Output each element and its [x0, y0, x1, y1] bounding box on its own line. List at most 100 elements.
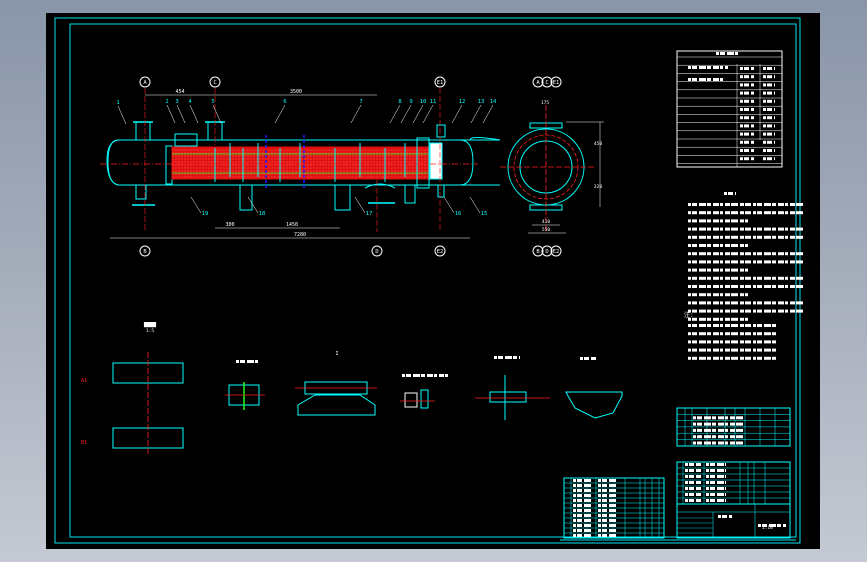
part-number-9: 9 [409, 99, 412, 105]
parts-left-cell [598, 534, 616, 537]
balloon-label: E1 [553, 80, 560, 86]
detail-4-title [402, 374, 448, 377]
part-number-8: 8 [398, 99, 401, 105]
requirement-line [688, 203, 803, 206]
nozzle-inlet-a [135, 121, 151, 141]
parts-left-cell [598, 504, 616, 507]
notes-title: 注: [684, 311, 694, 319]
end-balloon-bottom-e2: E2 [550, 245, 562, 257]
outer-border [54, 17, 801, 544]
nozzle-bottom-d [364, 183, 396, 189]
parts-left-cell [598, 514, 616, 517]
dim-base-inner-label: 410 [542, 219, 550, 225]
tech-table-cell [740, 67, 754, 70]
leader-line [176, 104, 186, 124]
tech-table-notes [688, 66, 728, 69]
nozzle-table-cell [693, 422, 743, 426]
axis-balloon-b: B [139, 245, 151, 257]
requirement-line [688, 301, 803, 305]
parts-left-cell [598, 494, 616, 497]
part-number-13: 13 [478, 99, 485, 105]
nozzle-b [135, 184, 147, 200]
parts-left-cell [573, 499, 591, 502]
leader-line [400, 104, 412, 124]
dim-top-left: 454 [175, 89, 184, 95]
tech-table-cell [740, 157, 754, 161]
nozzle-table-cell [693, 441, 743, 445]
detail-view-1 [112, 352, 184, 455]
dim-bottom-b: 1450 [286, 222, 298, 228]
detail-1-scale: 1:5 [146, 328, 154, 334]
detail-6-head [565, 391, 623, 419]
leader-line [166, 104, 176, 124]
parts-right-cell [706, 499, 726, 502]
part-number-3: 3 [175, 99, 178, 105]
title-block: 1:10 [676, 503, 791, 539]
leader-line [212, 104, 222, 124]
nozzle-table-cell [693, 416, 743, 420]
balloon-circle [550, 76, 562, 88]
leader-line [247, 196, 259, 214]
part-number-11: 11 [430, 99, 437, 105]
title-block-drawing-no [758, 524, 786, 527]
balloon-circle [371, 245, 383, 257]
title-block-frame [676, 503, 791, 539]
tech-table-cell [763, 83, 775, 87]
tech-table-cell [740, 99, 754, 103]
parts-list-right [676, 461, 791, 505]
detail-4-body [404, 392, 418, 408]
requirements-title [724, 192, 736, 195]
axis-balloon-e2: E2 [434, 245, 446, 257]
parts-left-cell [573, 519, 591, 522]
dim-top: 175 [541, 100, 549, 106]
parts-right-cell [706, 493, 726, 496]
detail-3-title: I [335, 351, 338, 357]
requirement-line [688, 268, 748, 272]
parts-right-cell [685, 463, 701, 466]
detail-3-flange [297, 394, 376, 416]
balloon-circle [139, 245, 151, 257]
parts-left-cell [598, 524, 616, 527]
part-number-2: 2 [165, 99, 168, 105]
axis-balloon-c: C [209, 76, 221, 88]
parts-left-cell [573, 484, 591, 487]
leader-line [482, 104, 494, 124]
leader-line [354, 196, 366, 214]
requirement-line [688, 276, 803, 280]
part-number-14: 14 [490, 99, 497, 105]
part-number-17: 17 [366, 211, 373, 217]
parts-list-left [563, 477, 665, 539]
parts-left-cell [598, 509, 616, 512]
part-number-7: 7 [359, 99, 362, 105]
parts-left-cell [598, 484, 616, 487]
detail-5-pipe [489, 391, 527, 403]
technical-requirements: 注: [684, 192, 803, 360]
detail-view-4 [400, 374, 448, 409]
balloon-label: A [143, 80, 147, 86]
parts-left-cell [573, 534, 591, 537]
tech-table-cell [740, 83, 754, 87]
detail-view-3 [295, 381, 377, 416]
detail-2-title [236, 360, 258, 363]
dim-top-span: 3500 [290, 89, 302, 95]
balloon-circle [541, 245, 553, 257]
balloon-circle [209, 76, 221, 88]
balloon-label: A [536, 80, 540, 86]
parts-left-cell [573, 479, 591, 482]
dim-base-outer-label: 550 [542, 227, 550, 233]
balloon-label: B [143, 249, 147, 255]
part-number-5: 5 [211, 99, 214, 105]
main-elevation-view [100, 88, 501, 239]
requirement-line [688, 293, 748, 297]
requirement-line [688, 285, 803, 288]
floating-tubesheet [429, 142, 443, 180]
leader-line [451, 104, 463, 124]
parts-right-cell [685, 469, 701, 472]
tech-table-cell [763, 67, 775, 70]
parts-left-cell [573, 529, 591, 532]
requirement-line [688, 309, 803, 313]
balloon-label: D [545, 249, 548, 255]
balloon-circle [434, 76, 446, 88]
